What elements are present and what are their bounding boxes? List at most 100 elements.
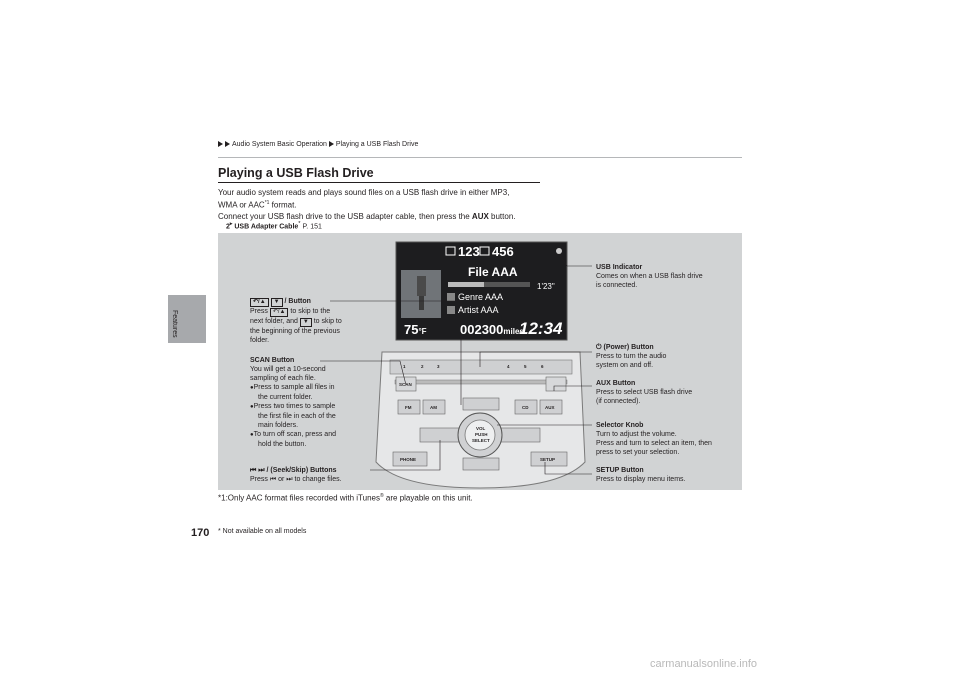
usb-indicator-icon	[556, 248, 562, 254]
xref-page[interactable]: P. 151	[302, 223, 322, 231]
xref-icon: 2	[226, 223, 230, 231]
setup-label[interactable]: SETUP	[540, 457, 556, 462]
callout-text: press to set your selection.	[596, 449, 680, 456]
preset-strip	[389, 359, 573, 375]
folder-eject-button	[545, 376, 567, 392]
callout-text: main folders.	[258, 422, 299, 429]
intro-line-2: WMA or AAC*1 format.	[218, 198, 516, 211]
fm-button	[397, 399, 421, 415]
footnote-text: are playable on this unit.	[383, 493, 473, 503]
callout-text: You will get a 10-second	[250, 366, 326, 373]
callout-text: is connected.	[596, 282, 638, 289]
intro-text-span: button.	[488, 211, 516, 221]
track-icon	[479, 246, 490, 256]
breadcrumb-part-2[interactable]: Playing a USB Flash Drive	[335, 141, 419, 148]
callout-selector-knob: Selector Knob Turn to adjust the volume.…	[596, 421, 741, 457]
screen-odometer: 002300miles	[460, 322, 524, 337]
skip-back-icon: ⏮	[250, 467, 257, 474]
footnote-marker: *1	[264, 200, 270, 206]
preset-3-label[interactable]: 3	[437, 364, 440, 369]
down-icon: ▼	[299, 318, 312, 327]
preset-1-label[interactable]: 1	[403, 364, 406, 369]
header-rule	[218, 157, 742, 158]
down-icon: ▼	[270, 298, 283, 307]
aux-keyword: AUX	[471, 211, 489, 221]
aux-button	[539, 399, 563, 415]
intro-text-span: Connect your USB flash drive to the USB …	[218, 211, 472, 221]
callout-text: to change files.	[292, 476, 342, 483]
page-title: Playing a USB Flash Drive	[218, 166, 374, 180]
callout-aux-button: AUX Button Press to select USB flash dri…	[596, 379, 736, 406]
scan-label[interactable]: SCAN	[399, 382, 412, 387]
progress-bar-fill	[448, 282, 484, 287]
preset-2-label[interactable]: 2	[421, 364, 424, 369]
callout-title: Selector Knob	[596, 422, 644, 429]
callout-title: SCAN Button	[250, 357, 295, 364]
title-underline	[218, 182, 540, 183]
usb-plug-shape	[419, 296, 424, 310]
cd-button	[514, 399, 538, 415]
callout-title: / (Seek/Skip) Buttons	[266, 467, 337, 474]
breadcrumb-part-1[interactable]: Audio System Basic Operation	[232, 141, 327, 148]
push-label: PUSH	[475, 432, 488, 437]
screen-folder-number: 123	[458, 244, 480, 259]
callout-text: Press to display menu items.	[596, 476, 686, 483]
callout-title: / Button	[284, 298, 311, 305]
footnote: *1:Only AAC format files recorded with i…	[218, 493, 473, 503]
cd-label[interactable]: CD	[522, 405, 529, 410]
callout-text: Press	[250, 476, 270, 483]
bullet-item: To turn off scan, press and	[250, 430, 380, 440]
callout-text: next folder, and	[250, 318, 300, 325]
setup-button	[530, 451, 568, 467]
preset-5-label[interactable]: 5	[524, 364, 527, 369]
select-label: SELECT	[472, 438, 490, 443]
phone-button	[392, 451, 428, 467]
callout-title: AUX Button	[596, 380, 636, 387]
xref-arrow-icon: ▸	[229, 221, 233, 227]
callout-text: Comes on when a USB flash drive	[596, 273, 703, 280]
cross-reference[interactable]: 2▸ USB Adapter Cable* P. 151	[226, 221, 322, 230]
seek-forward-button	[499, 427, 541, 443]
screen-track-number: 456	[492, 244, 514, 259]
callout-text: hold the button.	[258, 441, 307, 448]
seek-back-button	[419, 427, 461, 443]
odometer-unit: miles	[503, 327, 524, 336]
callout-power-button: ⏻ (Power) Button Press to turn the audio…	[596, 343, 736, 370]
callout-text: folder.	[250, 337, 270, 344]
odometer-value: 002300	[460, 322, 504, 337]
registered-mark: ®	[380, 493, 384, 499]
callout-folder-button: ↶/▲ ▼ / Button Press ↶/▲ to skip to the …	[250, 297, 380, 345]
folder-icon	[445, 246, 456, 256]
callout-text: (if connected).	[596, 398, 641, 405]
callout-text: the current folder.	[258, 394, 313, 401]
genre-icon	[447, 293, 455, 301]
screen-genre: Genre AAA	[458, 292, 504, 302]
am-label[interactable]: AM	[430, 405, 437, 410]
xref-label[interactable]: USB Adapter Cable	[234, 223, 299, 231]
breadcrumb-arrow-icon	[225, 141, 230, 148]
back-folder-icon: ↶/▲	[269, 308, 289, 317]
callout-text: the beginning of the previous	[250, 328, 340, 335]
callout-usb-indicator: USB Indicator Comes on when a USB flash …	[596, 263, 736, 290]
fm-label[interactable]: FM	[405, 405, 412, 410]
usb-drive-icon	[417, 276, 426, 296]
folder-up-button	[462, 397, 500, 411]
section-tab	[168, 295, 206, 343]
selector-knob	[464, 419, 496, 451]
aux-label[interactable]: AUX	[545, 405, 555, 410]
breadcrumb-arrow-icon	[328, 141, 334, 148]
back-folder-icon: ↶/▲	[250, 298, 269, 307]
preset-6-label[interactable]: 6	[541, 364, 544, 369]
artist-icon	[447, 306, 455, 314]
preset-4-label[interactable]: 4	[507, 364, 510, 369]
xref-marker: *	[298, 221, 301, 227]
bullet-item: Press two times to sample	[250, 402, 380, 412]
breadcrumb: Audio System Basic Operation Playing a U…	[218, 141, 418, 148]
temperature-value: 75	[404, 322, 419, 337]
screen-artist: Artist AAA	[458, 305, 499, 315]
phone-label[interactable]: PHONE	[400, 457, 417, 462]
intro-text-span: format.	[269, 200, 297, 210]
progress-bar-track	[448, 282, 530, 287]
bullet-item: Press to sample all files in	[250, 383, 380, 393]
screen-clock: 12:34	[519, 319, 563, 338]
